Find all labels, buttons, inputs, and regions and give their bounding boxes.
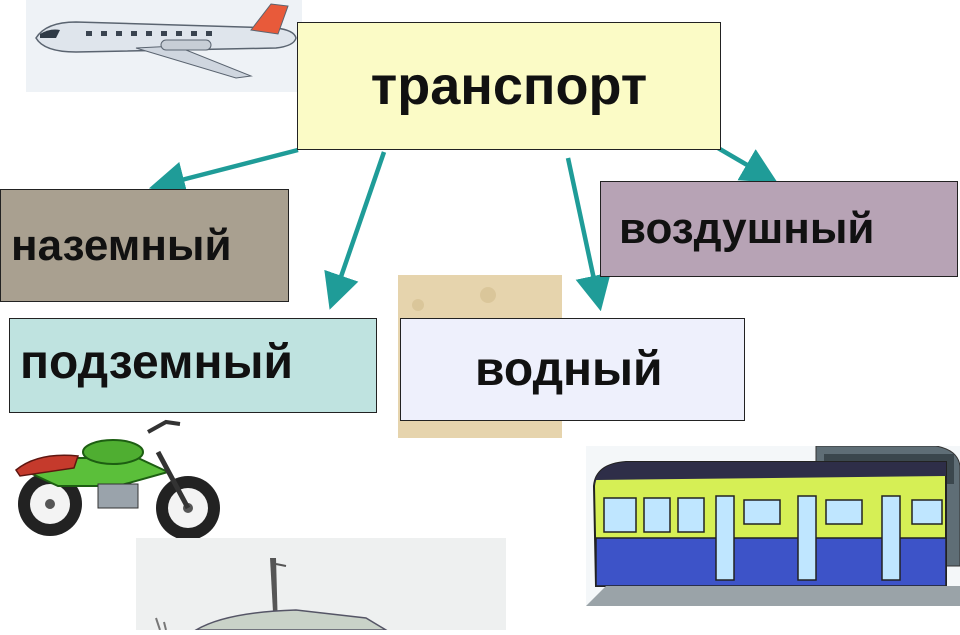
- category-label-water: водный: [475, 343, 663, 396]
- root-label: транспорт: [370, 56, 648, 116]
- train-icon: [586, 445, 960, 606]
- arrow-to-ground: [148, 147, 299, 197]
- arrow-to-water: [565, 157, 611, 312]
- category-label-air: воздушный: [619, 204, 875, 253]
- ship-icon: [136, 538, 506, 631]
- category-ground: наземный: [0, 189, 289, 302]
- arrow-to-air: [716, 146, 778, 183]
- motorcycle-icon: [8, 412, 228, 542]
- category-water: водный: [400, 318, 745, 421]
- category-label-ground: наземный: [11, 220, 232, 270]
- category-label-underground: подземный: [20, 336, 294, 389]
- category-underground: подземный: [9, 318, 377, 413]
- root-node: транспорт: [297, 22, 721, 150]
- category-air: воздушный: [600, 181, 958, 277]
- airplane-icon: [26, 0, 302, 92]
- arrow-to-underground: [324, 151, 387, 310]
